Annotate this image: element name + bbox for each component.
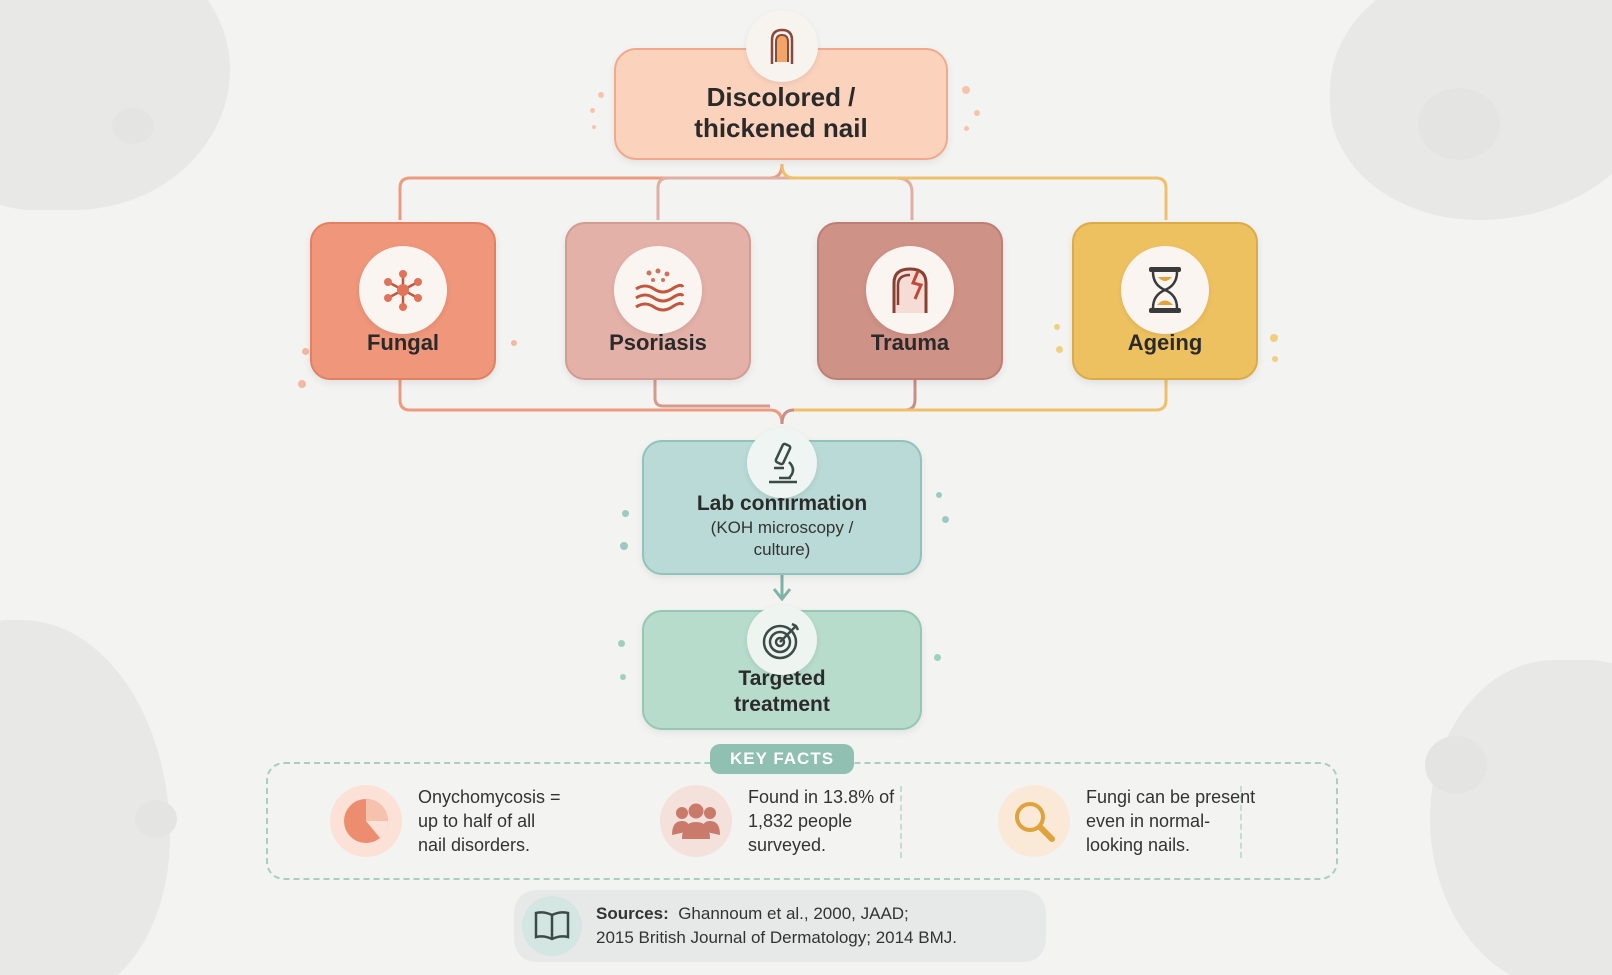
fact-divider	[900, 786, 902, 858]
decor-dot	[934, 654, 941, 661]
nail-icon	[746, 10, 818, 82]
lab-confirmation-node: Lab confirmation (KOH microscopy / cultu…	[642, 440, 922, 575]
lab-detail-line2: culture)	[753, 540, 811, 559]
decor-dot	[964, 126, 969, 131]
fact-line: nail disorders.	[418, 835, 531, 855]
sources-bar: Sources: Ghannoum et al., 2000, JAAD; 20…	[514, 890, 1046, 962]
fungus-network-icon	[359, 246, 447, 334]
decor-dot	[620, 674, 626, 680]
source-line2: 2015 British Journal of Dermatology; 201…	[596, 928, 957, 947]
source-line1: Ghannoum et al., 2000, JAAD;	[678, 904, 909, 923]
cause-node-ageing: Ageing	[1072, 222, 1258, 380]
decor-dot	[590, 108, 595, 113]
cause-label: Ageing	[1127, 330, 1203, 355]
fact-item: Found in 13.8% of 1,832 people surveyed.	[660, 764, 918, 878]
background-blob	[1425, 736, 1487, 794]
fact-line: surveyed.	[748, 835, 827, 855]
hourglass-icon	[1121, 246, 1209, 334]
fact-text: Found in 13.8% of 1,832 people surveyed.	[748, 785, 918, 857]
decor-dot	[942, 516, 949, 523]
decor-dot	[598, 92, 604, 98]
lab-title: Lab confirmation	[696, 492, 868, 515]
fact-line: up to half of all	[418, 811, 536, 831]
fact-line: even in normal-	[1086, 811, 1211, 831]
decor-dot	[592, 125, 596, 129]
skin-layers-icon	[614, 246, 702, 334]
treatment-title-line1: Targeted	[738, 667, 826, 690]
target-icon	[747, 605, 817, 675]
decor-dot	[1272, 356, 1278, 362]
background-blob	[1430, 660, 1612, 975]
fact-line: Onychomycosis =	[418, 787, 561, 807]
root-title-line2: thickened nail	[694, 113, 868, 143]
key-facts-heading: KEY FACTS	[710, 744, 854, 774]
decor-dot	[1270, 334, 1278, 342]
fact-text: Onychomycosis = up to half of all nail d…	[418, 785, 588, 857]
cause-node-trauma: Trauma	[817, 222, 1003, 380]
decor-dot	[298, 380, 306, 388]
cracked-nail-icon	[866, 246, 954, 334]
cause-node-psoriasis: Psoriasis	[565, 222, 751, 380]
decor-dot	[511, 340, 517, 346]
fact-line: Found in 13.8% of	[748, 787, 895, 807]
cause-label: Psoriasis	[609, 330, 707, 355]
fact-text: Fungi can be present even in normal- loo…	[1086, 785, 1256, 857]
root-node: Discolored / thickened nail	[614, 48, 948, 160]
fact-item: Onychomycosis = up to half of all nail d…	[330, 764, 588, 878]
cause-label: Fungal	[366, 330, 440, 355]
magnifier-icon	[998, 785, 1070, 857]
fact-line: 1,832 people	[748, 811, 853, 831]
decor-dot	[622, 510, 629, 517]
background-blob	[112, 108, 154, 144]
fact-line: Fungi can be present	[1086, 787, 1256, 807]
book-icon	[522, 896, 582, 956]
decor-dot	[302, 348, 309, 355]
key-facts-panel: Onychomycosis = up to half of all nail d…	[266, 762, 1338, 880]
decor-dot	[962, 86, 970, 94]
fact-divider	[1240, 786, 1242, 858]
decor-dot	[936, 492, 942, 498]
decor-dot	[974, 110, 980, 116]
cause-node-fungal: Fungal	[310, 222, 496, 380]
fact-line: looking nails.	[1086, 835, 1191, 855]
background-blob	[135, 800, 177, 838]
lab-detail-line1: (KOH microscopy /	[710, 518, 854, 537]
decor-dot	[1056, 346, 1063, 353]
sources-label: Sources:	[596, 904, 669, 923]
fact-item: Fungi can be present even in normal- loo…	[998, 764, 1256, 878]
root-title-line1: Discolored /	[706, 82, 856, 112]
pie-chart-icon	[330, 785, 402, 857]
sources-text: Sources: Ghannoum et al., 2000, JAAD; 20…	[596, 902, 957, 950]
decor-dot	[618, 640, 625, 647]
treatment-title-line2: treatment	[734, 693, 830, 716]
decor-dot	[620, 542, 628, 550]
decor-dot	[1054, 324, 1060, 330]
cause-label: Trauma	[870, 330, 950, 355]
microscope-icon	[747, 428, 817, 498]
people-group-icon	[660, 785, 732, 857]
background-blob	[1418, 88, 1500, 160]
